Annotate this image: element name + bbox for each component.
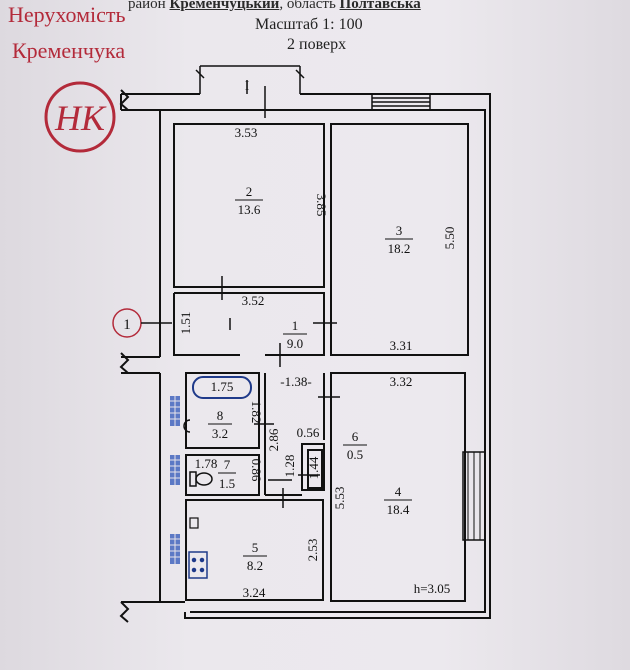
dim-5-50: 5.50 [442, 227, 457, 250]
room-6-number: 6 [352, 429, 359, 444]
room-5-area: 8.2 [247, 558, 263, 573]
room-4-number: 4 [395, 484, 402, 499]
height-note: h=3.05 [414, 581, 451, 596]
room-7-number: 7 [224, 457, 231, 472]
kitchen-sink-icon [189, 517, 199, 529]
watermark-logo-icon: НК [44, 81, 116, 153]
dim-1-38: -1.38- [280, 374, 311, 389]
dim-1-75: 1.75 [211, 379, 234, 394]
room-2-area: 13.6 [238, 202, 261, 217]
axis-marker-label: 1 [123, 317, 131, 333]
toilet-icon [189, 471, 213, 487]
floor-label: 2 поверх [287, 36, 347, 53]
dim-1-44: 1.44 [306, 456, 321, 479]
dim-0-56: 0.56 [297, 425, 320, 440]
room-7-area: 1.5 [219, 476, 235, 491]
oblast-name: Полтавська [339, 0, 421, 12]
dim-2-53: 2.53 [305, 539, 320, 562]
dim-1-78: 1.78 [195, 456, 218, 471]
dim-3-52: 3.52 [242, 293, 265, 308]
region-prefix: район [128, 0, 166, 12]
room-5-number: 5 [252, 540, 259, 555]
scale-label: Масштаб 1: 100 [255, 16, 363, 33]
room-8-area: 3.2 [212, 426, 228, 441]
logo-letters: НК [54, 98, 107, 138]
dim-1-51: 1.51 [178, 312, 193, 335]
dim-3-24: 3.24 [243, 585, 266, 600]
room-2-number: 2 [246, 184, 253, 199]
dim-5-53: 5.53 [332, 487, 347, 510]
room-1-area: 9.0 [287, 336, 303, 351]
room-4-area: 18.4 [387, 502, 410, 517]
dim-3-53: 3.53 [235, 125, 258, 140]
room-3-number: 3 [396, 223, 403, 238]
oblast-prefix: , область [279, 0, 336, 12]
dim-3-32: 3.32 [390, 374, 413, 389]
section-mark: I [245, 78, 249, 93]
watermark-line1: Нерухомість [8, 2, 126, 27]
room-6-area: 0.5 [347, 447, 363, 462]
room-8-number: 8 [217, 408, 224, 423]
room-1-number: 1 [292, 318, 299, 333]
dim-3-31: 3.31 [390, 338, 413, 353]
dim-3-85: 3.85 [314, 194, 329, 217]
header-region-line: район Кременчуцький, область Полтавська [128, 0, 548, 13]
room-3-area: 18.2 [388, 241, 411, 256]
region-name: Кременчуцький [169, 0, 280, 12]
dim-0-86: 0.86 [249, 459, 264, 482]
dim-2-86: 2.86 [266, 428, 281, 451]
stove-icon [188, 551, 208, 579]
bathtub-icon [192, 376, 252, 399]
sink-icon [183, 419, 191, 433]
watermark-line2: Кременчука [12, 38, 126, 63]
dim-1-28: 1.28 [282, 455, 297, 478]
dim-1-82: 1.82 [249, 401, 264, 424]
